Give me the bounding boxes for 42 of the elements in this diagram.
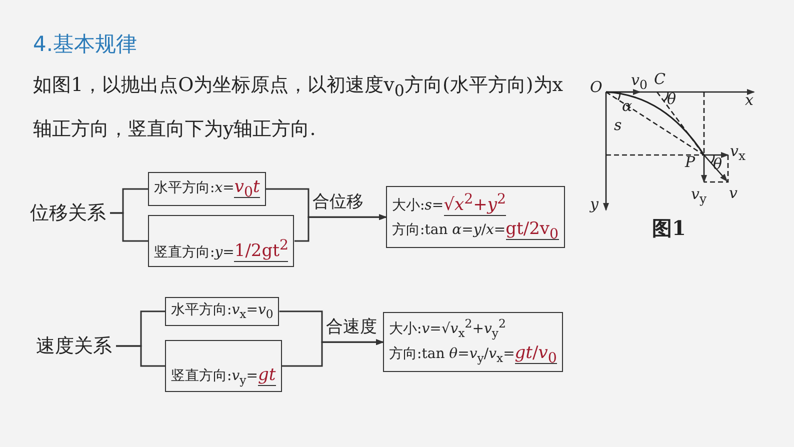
connector-line bbox=[110, 212, 148, 242]
figure-label: v$_{y}$ bbox=[691, 187, 707, 206]
formula-text: 竖直方向:y= bbox=[154, 244, 234, 260]
formula-box bbox=[165, 340, 282, 392]
figure-label: v$_{0}$ bbox=[631, 73, 648, 92]
figure-label: y bbox=[590, 197, 598, 212]
answer-text: gt/2v$_{0}$ bbox=[506, 219, 559, 240]
formula-box bbox=[386, 186, 565, 248]
paragraph: 如图1，以抛出点O为坐标原点，以初速度v$_{0}$方向(水平方向)为x轴正方向，竖直向下为y轴正方向. bbox=[33, 73, 564, 142]
section-title: 4.基本规律 bbox=[33, 31, 138, 58]
formula-text: 大小:s= bbox=[392, 198, 444, 214]
figure-label: O bbox=[590, 80, 602, 95]
relation-label: 速度关系 bbox=[36, 333, 112, 359]
formula-text: 水平方向:x= bbox=[154, 180, 234, 196]
figure-label: C bbox=[654, 72, 666, 87]
formula-text: 水平方向:v$_{x}$=v$_{0}$ bbox=[171, 302, 274, 318]
answer-text: 1/2gt$^{2}$ bbox=[234, 241, 288, 262]
arrow bbox=[282, 339, 384, 367]
answer-text: gt bbox=[258, 365, 276, 386]
arrow bbox=[294, 214, 387, 242]
answer-text: gt/v$_{0}$ bbox=[514, 343, 557, 364]
formula-text: 方向:tan θ=v$_{y}$/v$_{x}$= bbox=[389, 346, 515, 362]
edge-label: 合速度 bbox=[326, 316, 377, 338]
answer-text: v$_{0}$t bbox=[234, 177, 260, 198]
figure-label: x bbox=[745, 93, 754, 108]
figure-label: θ bbox=[667, 92, 676, 107]
figure-label: v$_{x}$ bbox=[730, 144, 746, 162]
figure-label: α bbox=[622, 99, 632, 114]
figure-label: P bbox=[685, 155, 696, 170]
formula-text: 方向:tan α=y/x= bbox=[392, 222, 506, 238]
edge-label: 合位移 bbox=[312, 191, 364, 214]
formula-box bbox=[148, 172, 266, 206]
answer-text: √x$^{2}$+y$^{2}$ bbox=[444, 194, 506, 216]
formula-box bbox=[383, 312, 563, 372]
relation-label: 位移关系 bbox=[30, 200, 106, 226]
figure-caption: 图1 bbox=[652, 218, 686, 238]
figure-label: v bbox=[729, 186, 738, 201]
figure-label: s bbox=[614, 118, 622, 133]
connector-line bbox=[116, 345, 165, 367]
formula-box bbox=[148, 215, 294, 267]
formula-text: 竖直方向:v$_{y}$= bbox=[171, 368, 258, 384]
formula-box bbox=[165, 297, 280, 326]
